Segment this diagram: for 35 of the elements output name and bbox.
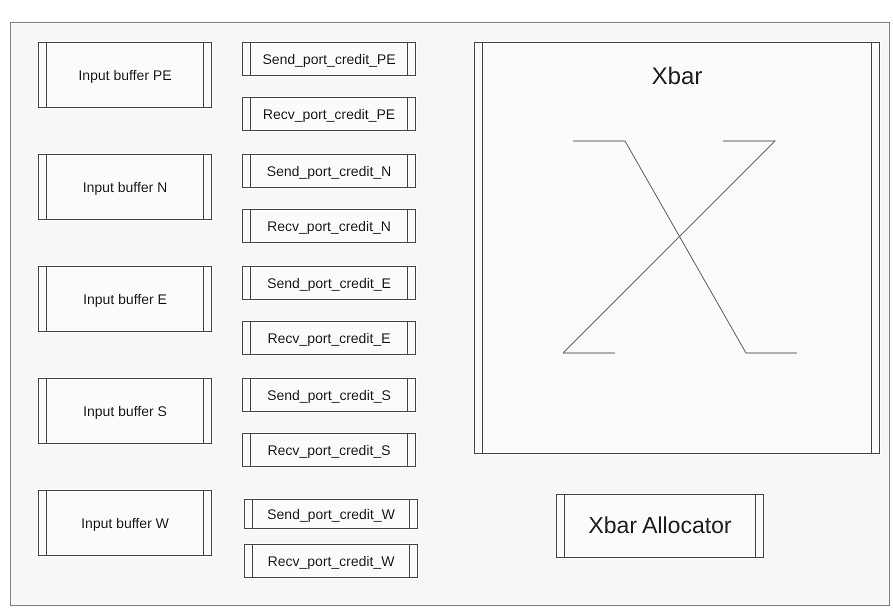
credit-box	[242, 321, 416, 355]
block-label: Recv_port_credit_E	[266, 330, 392, 346]
credit-box	[242, 433, 416, 467]
buffer-box	[38, 490, 212, 556]
block-label: Xbar Allocator	[587, 512, 733, 539]
buffer-box	[38, 378, 212, 444]
block-label: Recv_port_credit_PE	[262, 106, 396, 122]
credit-box	[242, 97, 416, 131]
block-label: Recv_port_credit_W	[266, 553, 396, 569]
credit-box	[244, 544, 418, 578]
credit-box	[242, 209, 416, 243]
block-label: Send_port_credit_N	[266, 163, 392, 179]
allocator-box	[556, 494, 764, 558]
credit-box	[244, 499, 418, 529]
block-label: Recv_port_credit_N	[266, 218, 392, 234]
block-label: Send_port_credit_E	[266, 275, 392, 291]
block-label: Send_port_credit_S	[266, 387, 392, 403]
block-label: Input buffer W	[80, 515, 170, 531]
credit-box	[242, 154, 416, 188]
buffer-box	[38, 154, 212, 220]
frame-box	[10, 22, 890, 606]
buffer-box	[38, 42, 212, 108]
credit-box	[242, 378, 416, 412]
block-label: Input buffer N	[82, 179, 168, 195]
credit-box	[242, 42, 416, 76]
buffer-box	[38, 266, 212, 332]
block-label: Recv_port_credit_S	[266, 442, 392, 458]
crossbar-title: Xbar	[650, 63, 704, 91]
block-label: Send_port_credit_PE	[261, 51, 397, 67]
block-label: Input buffer PE	[77, 67, 173, 83]
block-label: Send_port_credit_W	[266, 506, 396, 522]
credit-box	[242, 266, 416, 300]
block-label: Input buffer S	[82, 403, 168, 419]
block-label: Input buffer E	[82, 291, 168, 307]
crossbar-box	[474, 42, 880, 454]
